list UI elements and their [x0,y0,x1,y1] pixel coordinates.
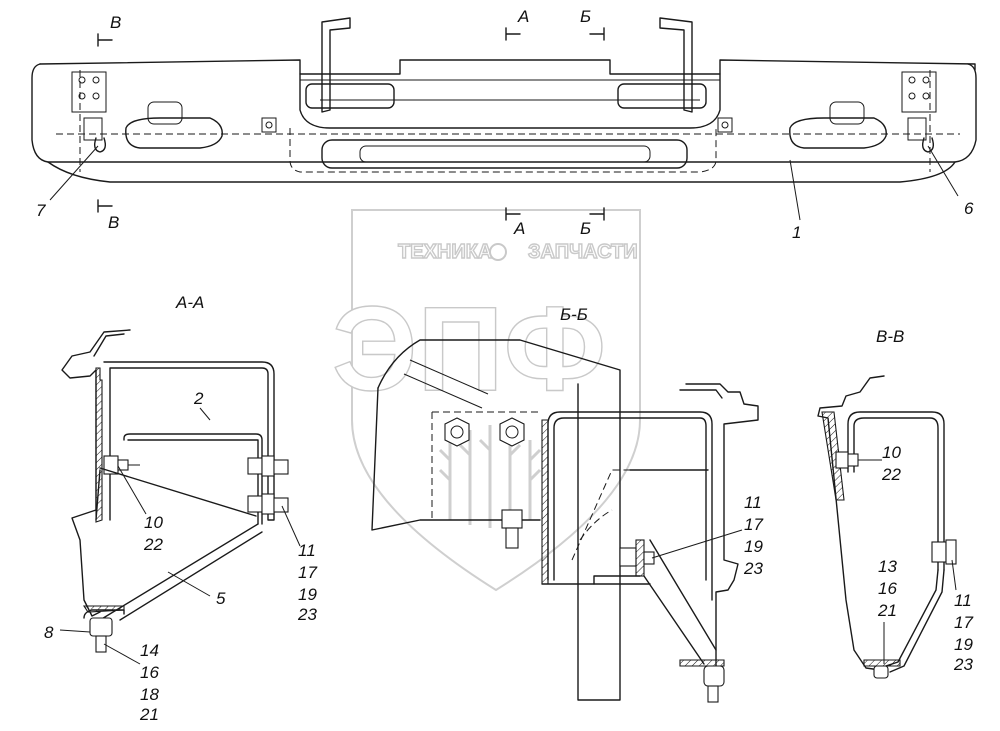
callout-1: 1 [792,223,801,242]
watermark-gear-icon [489,243,507,261]
section-marks: В А Б В А Б [97,7,605,238]
vv-label-16: 16 [878,579,897,598]
fog-lamp-right [789,101,887,149]
watermark-text-left: ТЕХНИКА [398,241,492,263]
section-mark-bottom-a: А [513,219,525,238]
watermark: ТЕХНИКА ЗАПЧАСТИ ЭПФ [331,209,641,592]
aa-label-23: 23 [297,605,317,624]
fog-lamp-left [125,101,223,149]
vv-label-13: 13 [878,557,897,576]
aa-label-10: 10 [144,513,163,532]
vv-label-22: 22 [881,465,901,484]
aa-label-14: 14 [140,641,159,660]
aa-label-11: 11 [298,541,316,560]
aa-label-19: 19 [298,585,317,604]
section-aa: А-А 10 22 11 1 [44,293,317,724]
callout-8: 8 [44,623,54,642]
watermark-logo: ЭПФ [332,282,606,416]
section-mark-bottom-be: Б [580,219,591,238]
section-title-aa: А-А [175,293,204,312]
bb-label-11: 11 [744,493,762,512]
aa-label-18: 18 [140,685,159,704]
top-callouts: 7 6 1 [36,145,974,242]
bb-label-19: 19 [744,537,763,556]
watermark-shield [351,209,641,592]
vv-label-10: 10 [882,443,901,462]
callout-7: 7 [36,201,46,220]
vv-label-17: 17 [954,613,973,632]
vv-label-19: 19 [954,635,973,654]
bumper-front-view [31,17,977,183]
bolt-plate-left [71,71,107,153]
section-title-vv: В-В [876,327,904,346]
section-title-bb: Б-Б [560,305,588,324]
watermark-wheat-icon [438,425,542,528]
watermark-text-right: ЗАПЧАСТИ [528,241,638,263]
bb-label-17: 17 [744,515,763,534]
section-mark-bottom-v: В [108,213,119,232]
bb-label-23: 23 [743,559,763,578]
vv-label-11: 11 [954,591,972,610]
aa-label-22: 22 [143,535,163,554]
section-mark-top-v: В [110,13,121,32]
aa-label-17: 17 [298,563,317,582]
section-bb: Б-Б [371,305,763,703]
callout-5: 5 [216,589,226,608]
section-mark-top-a: А [517,7,529,26]
bolt-plate-right [901,71,937,153]
section-mark-top-be: Б [580,7,591,26]
callout-2: 2 [193,389,204,408]
aa-label-16: 16 [140,663,159,682]
section-vv: В-В 10 22 13 16 21 11 17 19 23 [817,327,973,679]
aa-label-21: 21 [139,705,159,724]
callout-6: 6 [964,199,974,218]
vv-label-21: 21 [877,601,897,620]
vv-label-23: 23 [953,655,973,674]
